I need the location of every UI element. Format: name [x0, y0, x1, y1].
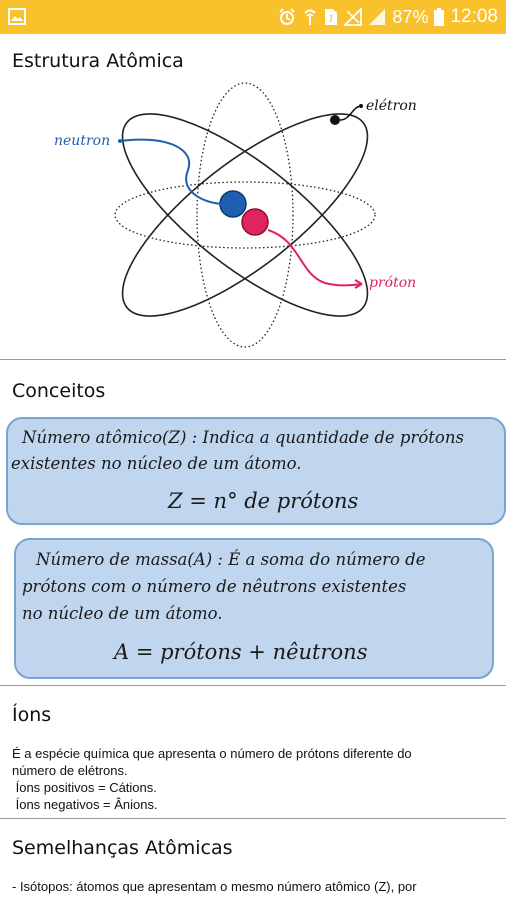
- signal-icon: [369, 9, 386, 25]
- orbit-diagonal-2: [121, 113, 369, 317]
- electron-particle: [330, 115, 340, 125]
- alarm-icon: [279, 8, 296, 25]
- proton-particle: [241, 208, 269, 236]
- clock: 12:08: [450, 6, 498, 27]
- electron-leader: [339, 105, 361, 121]
- concept-card-mass-number: Número de massa(A) : É a soma do número …: [14, 538, 494, 679]
- neutron-leader: [119, 138, 223, 205]
- mass-number-line-1: Número de massa(A) : É a soma do número …: [36, 550, 426, 569]
- mass-number-line-2: prótons com o número de nêutrons existen…: [22, 577, 407, 596]
- atomic-number-formula: Z = n° de prótons: [168, 489, 359, 513]
- neutron-label: neutron: [54, 133, 110, 149]
- ions-line-3: Íons positivos = Cátions.: [12, 780, 157, 795]
- atomic-number-line-2: existentes no núcleo de um átomo.: [11, 454, 302, 473]
- orbit-horizontal: [114, 181, 376, 249]
- divider: [0, 818, 506, 819]
- svg-text:1: 1: [328, 14, 334, 25]
- status-bar: 1 87% 12:08: [0, 0, 506, 34]
- proton-leader: [267, 229, 363, 287]
- ions-line-4: Íons negativos = Ânions.: [12, 797, 158, 812]
- divider: [0, 359, 506, 360]
- image-icon: [8, 8, 26, 25]
- ions-line-1: É a espécie química que apresenta o núme…: [12, 746, 412, 761]
- atom-diagram: neutron elétron próton: [54, 82, 417, 348]
- electron-label: elétron: [366, 98, 417, 114]
- orbit-vertical: [196, 82, 294, 348]
- orbit-diagonal-1: [121, 113, 369, 317]
- section-title-estrutura: Estrutura Atômica: [12, 50, 184, 72]
- atomic-number-line-1: Número atômico(Z) : Indica a quantidade …: [22, 428, 464, 447]
- mass-number-formula: A = prótons + nêutrons: [114, 640, 368, 664]
- ions-description: É a espécie química que apresenta o núme…: [12, 745, 412, 813]
- semelhancas-line-1: - Isótopos: átomos que apresentam o mesm…: [12, 879, 417, 894]
- section-title-semelhancas: Semelhanças Atômicas: [12, 837, 233, 859]
- sim-icon: 1: [325, 9, 338, 25]
- concept-card-atomic-number: Número atômico(Z) : Indica a quantidade …: [6, 417, 506, 525]
- ions-line-2: número de elétrons.: [12, 763, 128, 778]
- divider: [0, 685, 506, 686]
- battery-icon: [434, 8, 445, 26]
- battery-percent: 87%: [392, 6, 429, 27]
- section-title-conceitos: Conceitos: [12, 380, 106, 402]
- wifi-icon: [304, 9, 317, 25]
- neutron-particle: [219, 190, 247, 218]
- no-signal-icon: [344, 8, 363, 26]
- section-title-ions: Íons: [12, 704, 52, 726]
- proton-label: próton: [369, 275, 416, 291]
- mass-number-line-3: no núcleo de um átomo.: [22, 604, 223, 623]
